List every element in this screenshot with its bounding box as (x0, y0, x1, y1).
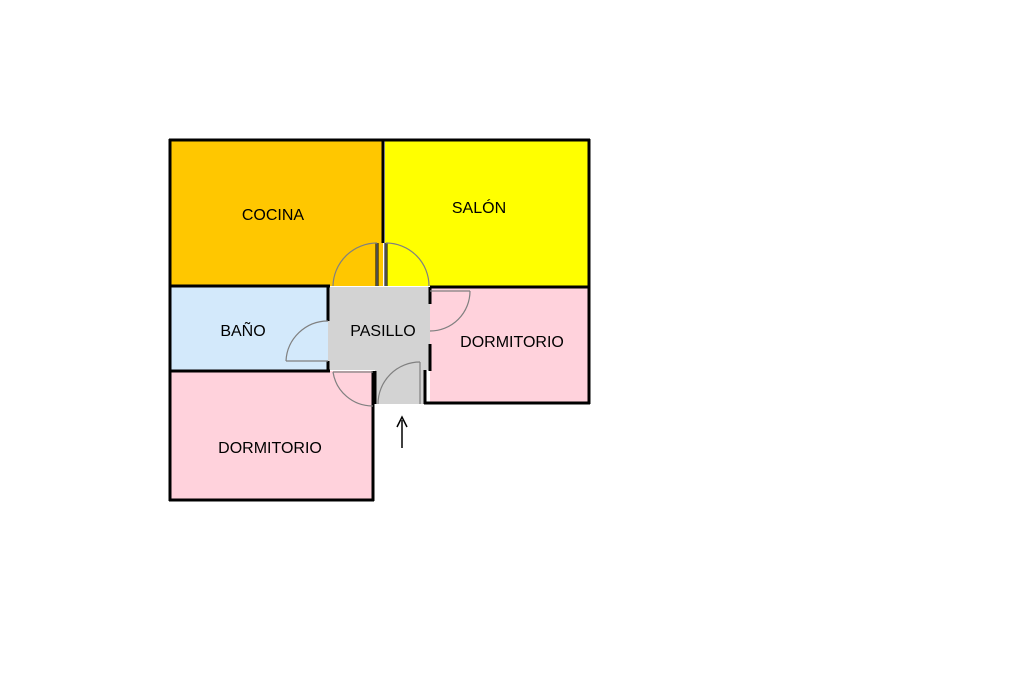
arrow-up-icon (396, 415, 408, 448)
label-bano: BAÑO (220, 320, 265, 340)
room-bano (170, 287, 328, 370)
label-dormitorio-left: DORMITORIO (218, 440, 322, 457)
label-dormitorio-right: DORMITORIO (460, 334, 564, 351)
label-salon: SALÓN (452, 198, 506, 217)
door-entrance (377, 361, 421, 405)
room-dormitorio-right (430, 287, 589, 403)
room-salon (385, 140, 589, 286)
room-cocina (170, 140, 383, 286)
door-dormitorio-right (429, 290, 471, 332)
room-pasillo-entrance (375, 370, 425, 404)
door-salon (385, 242, 430, 287)
door-dormitorio-left (332, 371, 374, 407)
door-bano (285, 320, 329, 362)
label-cocina: COCINA (242, 207, 305, 224)
room-dormitorio-left (170, 371, 373, 500)
label-pasillo: PASILLO (350, 323, 416, 340)
door-cocina (332, 242, 378, 287)
room-pasillo (328, 287, 430, 370)
